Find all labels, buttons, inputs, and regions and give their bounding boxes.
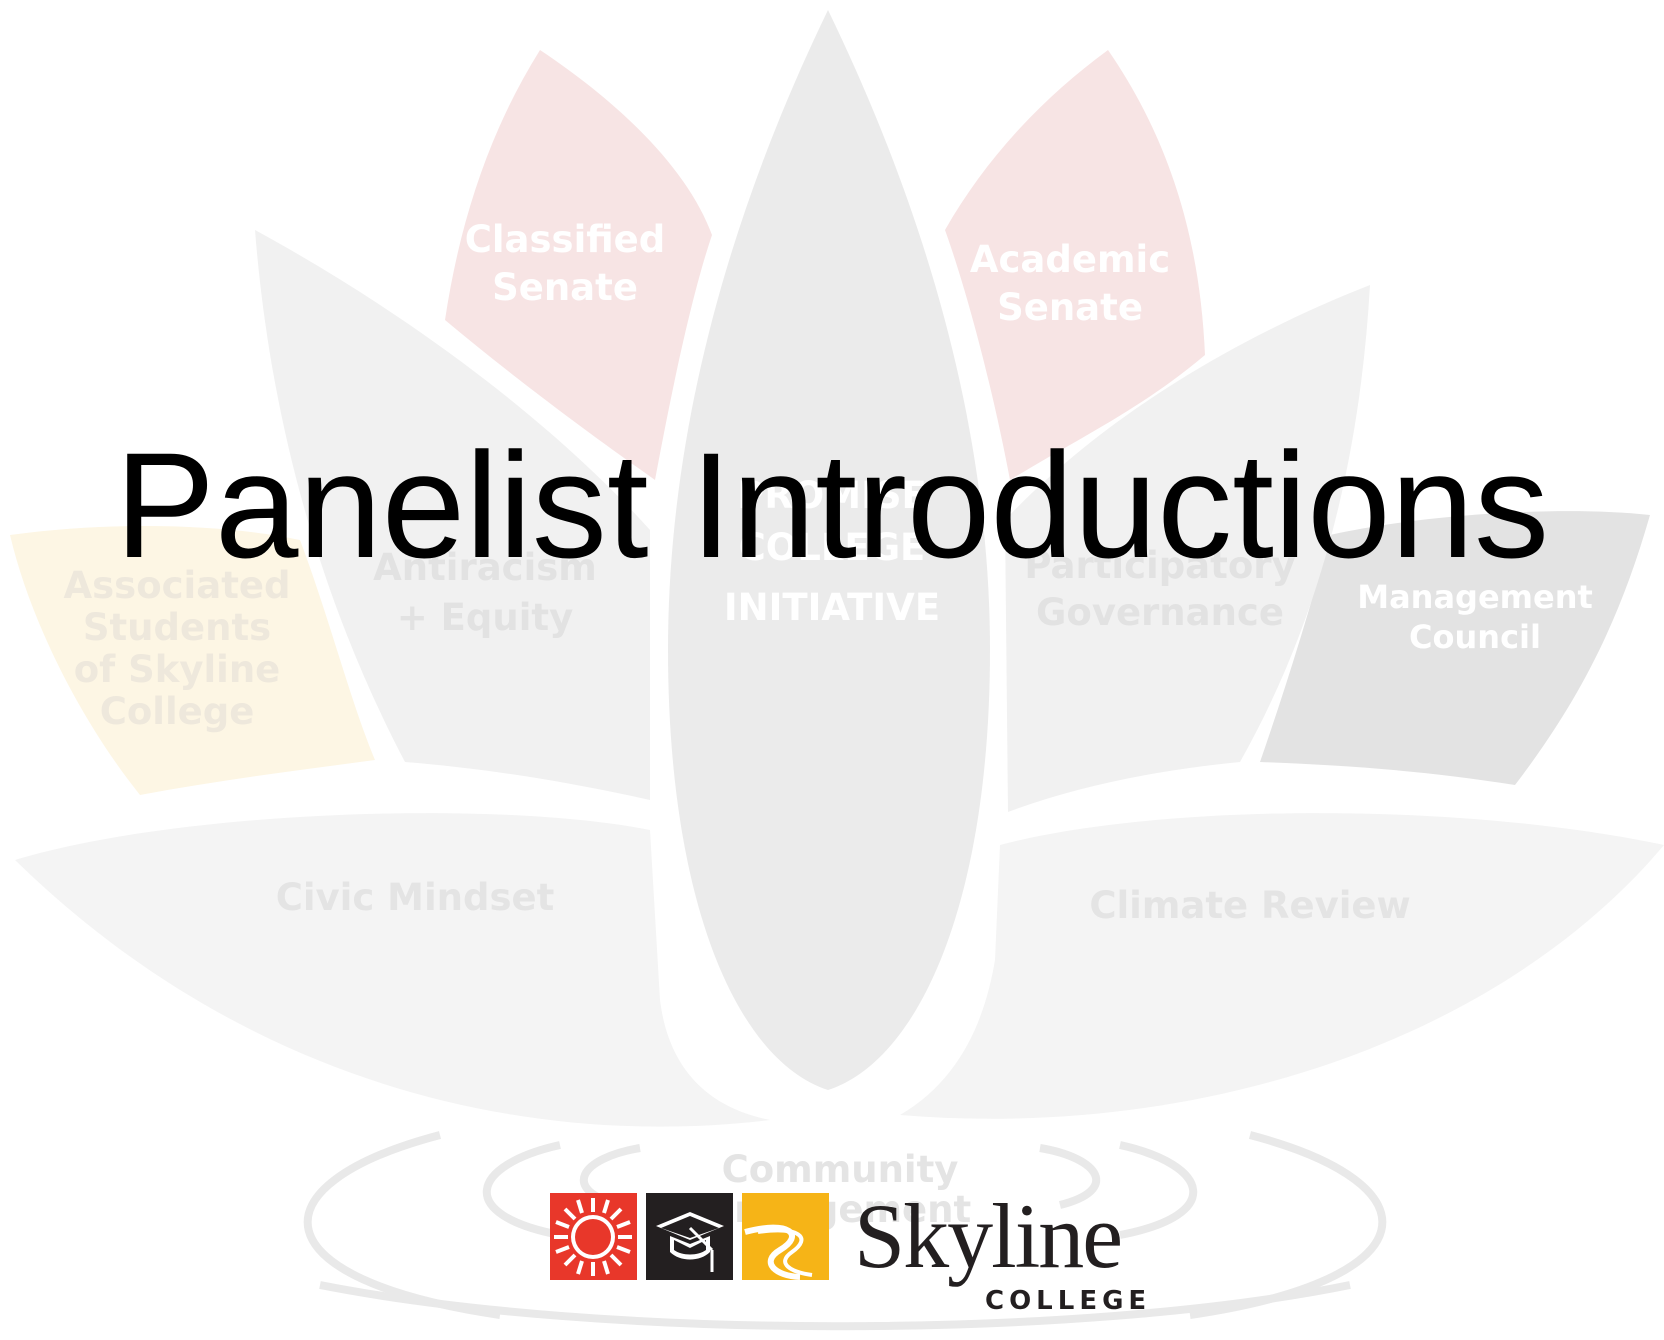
- label-center-3: INITIATIVE: [724, 586, 940, 629]
- petal-academic-senate: [945, 50, 1205, 480]
- petal-management-council: [1260, 511, 1650, 785]
- label-academic-senate-1: Academic: [970, 238, 1170, 281]
- logo-subtitle: COLLEGE: [985, 1286, 1152, 1316]
- petal-participatory-governance: [1005, 285, 1370, 812]
- slide-title: Panelist Introductions: [114, 421, 1550, 589]
- petal-antiracism-equity: [255, 230, 650, 800]
- label-community-1: Community: [722, 1148, 959, 1191]
- label-associated-3: of Skyline: [74, 648, 281, 691]
- petal-climate-review: [900, 813, 1664, 1119]
- label-antiracism-2: + Equity: [397, 596, 573, 639]
- sun-icon: [550, 1193, 637, 1280]
- petal-promise-college-initiative: [668, 10, 990, 1090]
- water-ripples: [303, 1131, 1387, 1331]
- petal-associated-students: [10, 525, 375, 795]
- label-associated-4: College: [100, 690, 255, 733]
- graduation-cap-icon: [646, 1193, 733, 1280]
- label-center-2: COLLEGE: [739, 526, 926, 569]
- road-icon: [742, 1193, 829, 1280]
- label-participatory-1: Participatory: [1024, 544, 1295, 587]
- logo-wordmark: Skyline: [854, 1185, 1123, 1287]
- label-management-1: Management: [1357, 578, 1593, 616]
- label-associated-2: Students: [83, 606, 271, 649]
- petal-labels: Classified Senate Academic Senate Antira…: [64, 218, 1593, 1231]
- petal-civic-mindset: [15, 813, 770, 1127]
- label-participatory-2: Governance: [1036, 591, 1284, 634]
- label-classified-senate-2: Senate: [492, 266, 638, 309]
- label-climate-review: Climate Review: [1089, 884, 1410, 927]
- label-classified-senate-1: Classified: [465, 218, 666, 261]
- label-management-2: Council: [1409, 618, 1541, 656]
- label-academic-senate-2: Senate: [997, 286, 1143, 329]
- petal-classified-senate: [445, 50, 712, 480]
- skyline-logo-icons: [550, 1193, 829, 1280]
- label-center-1: PROMISE: [737, 474, 927, 517]
- label-antiracism-1: Antiracism: [373, 546, 597, 589]
- label-associated-1: Associated: [64, 564, 291, 607]
- label-civic-mindset: Civic Mindset: [276, 876, 555, 919]
